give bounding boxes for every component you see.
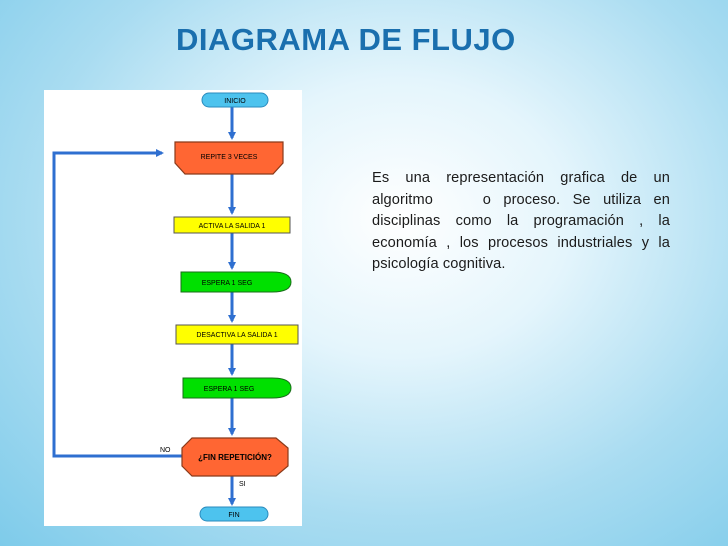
wait2-node: ESPERA 1 SEG — [182, 377, 292, 399]
slide-title: DIAGRAMA DE FLUJO — [176, 22, 516, 57]
decision-label: ¿FIN REPETICIÓN? — [198, 453, 272, 462]
wait2-label: ESPERA 1 SEG — [204, 386, 255, 393]
flowchart-panel: INICIO REPITE 3 VECES ACTIVA LA SALIDA 1… — [44, 90, 302, 526]
yes-label: SI — [239, 481, 246, 488]
wait1-node: ESPERA 1 SEG — [180, 271, 292, 293]
deactivate-output-node: DESACTIVA LA SALIDA 1 — [175, 324, 299, 345]
arrow-loop-back — [52, 149, 182, 458]
connector-arrows — [52, 107, 236, 506]
wait1-label: ESPERA 1 SEG — [202, 280, 253, 287]
description-body: Es una representación grafica de un algo… — [372, 170, 675, 272]
activate-output-node: ACTIVA LA SALIDA 1 — [173, 216, 291, 234]
start-terminal: INICIO — [201, 92, 269, 108]
description-text: Es una representación grafica de un algo… — [372, 168, 670, 276]
deactivate-output-label: DESACTIVA LA SALIDA 1 — [196, 332, 277, 339]
loop-node: REPITE 3 VECES — [174, 141, 284, 175]
end-label: FIN — [228, 512, 239, 519]
no-label: NO — [160, 447, 171, 454]
flowchart-diagram: INICIO REPITE 3 VECES ACTIVA LA SALIDA 1… — [52, 92, 299, 522]
start-label: INICIO — [224, 98, 246, 105]
end-terminal: FIN — [199, 506, 269, 522]
activate-output-label: ACTIVA LA SALIDA 1 — [199, 223, 266, 230]
loop-label: REPITE 3 VECES — [201, 154, 258, 161]
decision-node: ¿FIN REPETICIÓN? — [181, 437, 289, 477]
